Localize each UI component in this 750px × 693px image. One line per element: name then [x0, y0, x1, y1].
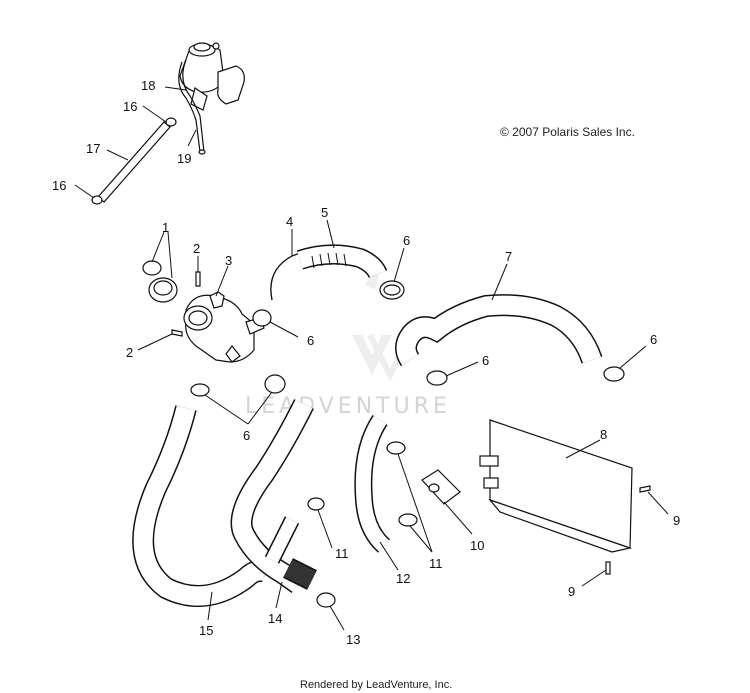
callout-11: 11	[335, 546, 349, 561]
part-11-clamp-b	[386, 441, 418, 527]
part-13-clamp	[316, 592, 336, 608]
callout-9: 9	[568, 584, 575, 599]
part-10-pad	[421, 469, 461, 505]
callout-19: 19	[177, 151, 191, 166]
part-16-clamp-lower	[91, 195, 103, 205]
part-8-heat-exchanger	[479, 419, 633, 553]
part-2-screw-lower	[171, 329, 183, 337]
callout-17: 17	[86, 141, 100, 156]
part-14-hose	[230, 399, 317, 593]
part-5-hose	[296, 244, 388, 279]
watermark-text: LEADVENTURE	[245, 394, 451, 419]
part-16-clamp-upper	[165, 117, 177, 127]
callout-18: 18	[141, 78, 155, 93]
callout-13: 13	[346, 632, 360, 647]
part-9-screw-upper	[639, 485, 651, 493]
part-2-screw-upper	[195, 271, 201, 287]
part-6-clamp-4	[603, 366, 625, 382]
callout-6: 6	[650, 332, 657, 347]
part-12-hose	[354, 415, 391, 553]
callout-4: 4	[286, 214, 293, 229]
part-3-thermostat-housing	[183, 291, 265, 363]
part-15-hose	[132, 405, 271, 607]
part-17-tube	[97, 121, 171, 203]
callout-labels: 18 16 17 16 19 1 2 3 4 5 6 7 6 2 6 6 6 8…	[52, 78, 680, 647]
callout-5: 5	[321, 205, 328, 220]
callout-1: 1	[162, 220, 169, 235]
copyright-text: © 2007 Polaris Sales Inc.	[500, 125, 635, 139]
footer-text: Rendered by LeadVenture, Inc.	[300, 679, 452, 691]
callout-2: 2	[126, 345, 133, 360]
part-7-hose	[395, 294, 603, 367]
part-6-clamp-2	[252, 309, 272, 327]
callout-6: 6	[403, 233, 410, 248]
callout-6: 6	[307, 333, 314, 348]
callout-6: 6	[243, 428, 250, 443]
callout-7: 7	[505, 249, 512, 264]
callout-6: 6	[482, 353, 489, 368]
part-11-clamp-a	[307, 497, 325, 511]
part-1-radiator-cap	[148, 277, 178, 303]
callout-12: 12	[396, 571, 410, 586]
part-9-screw-lower	[605, 561, 611, 575]
callout-11: 11	[429, 556, 443, 571]
callout-10: 10	[470, 538, 484, 553]
callout-2: 2	[193, 241, 200, 256]
callout-3: 3	[225, 253, 232, 268]
callout-14: 14	[268, 611, 282, 626]
part-1-cap-disc	[142, 260, 162, 276]
part-6-clamp-5	[190, 374, 286, 397]
part-6-clamp-3	[426, 370, 448, 386]
leader-lines	[74, 86, 669, 631]
callout-16: 16	[52, 178, 66, 193]
callout-9: 9	[673, 513, 680, 528]
recovery-bottle-assembly	[178, 42, 245, 155]
callout-16: 16	[123, 99, 137, 114]
part-6-clamp-1	[379, 280, 405, 300]
callout-8: 8	[600, 427, 607, 442]
callout-15: 15	[199, 623, 213, 638]
